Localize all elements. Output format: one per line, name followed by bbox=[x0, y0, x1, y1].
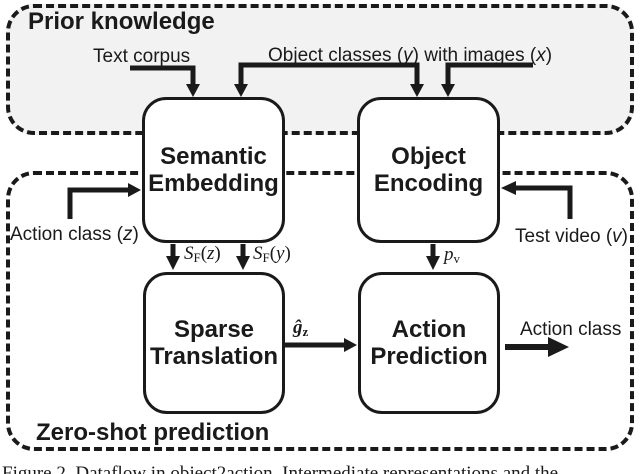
semantic-embedding-node: Semantic Embedding bbox=[142, 97, 285, 243]
text-corpus-label: Text corpus bbox=[93, 46, 191, 67]
semantic-embedding-line1: Semantic bbox=[160, 143, 267, 170]
figure-caption: Figure 2. Dataflow in object2action. Int… bbox=[2, 463, 559, 474]
sfy-math-label: SF(y) bbox=[253, 243, 291, 266]
sfz-math-label: SF(z) bbox=[184, 243, 221, 266]
pv-math-label: pv bbox=[444, 244, 460, 267]
object-encoding-node: Object Encoding bbox=[357, 97, 500, 243]
semantic-embedding-line2: Embedding bbox=[148, 170, 279, 197]
sparse-translation-node: Sparse Translation bbox=[143, 272, 285, 414]
sparse-translation-line1: Sparse bbox=[173, 316, 255, 343]
action-prediction-line1: Action bbox=[391, 316, 467, 343]
action-class-output-label: Action class bbox=[520, 319, 622, 340]
action-class-z-label: Action class (z) bbox=[10, 224, 139, 245]
zero-shot-prediction-label: Zero-shot prediction bbox=[36, 419, 270, 446]
zero-shot-prediction-panel bbox=[6, 171, 634, 451]
object-encoding-line1: Object bbox=[391, 143, 466, 170]
test-video-v-label: Test video (v) bbox=[515, 226, 628, 247]
action-prediction-line2: Prediction bbox=[370, 343, 488, 370]
object-classes-with-images-label: Object classes (y) with images (x) bbox=[268, 45, 553, 66]
object-encoding-line2: Encoding bbox=[373, 170, 484, 197]
sparse-translation-line2: Translation bbox=[149, 343, 279, 370]
action-prediction-node: Action Prediction bbox=[358, 272, 500, 414]
gz-math-label: ĝz bbox=[293, 317, 309, 340]
prior-knowledge-label: Prior knowledge bbox=[28, 8, 215, 35]
